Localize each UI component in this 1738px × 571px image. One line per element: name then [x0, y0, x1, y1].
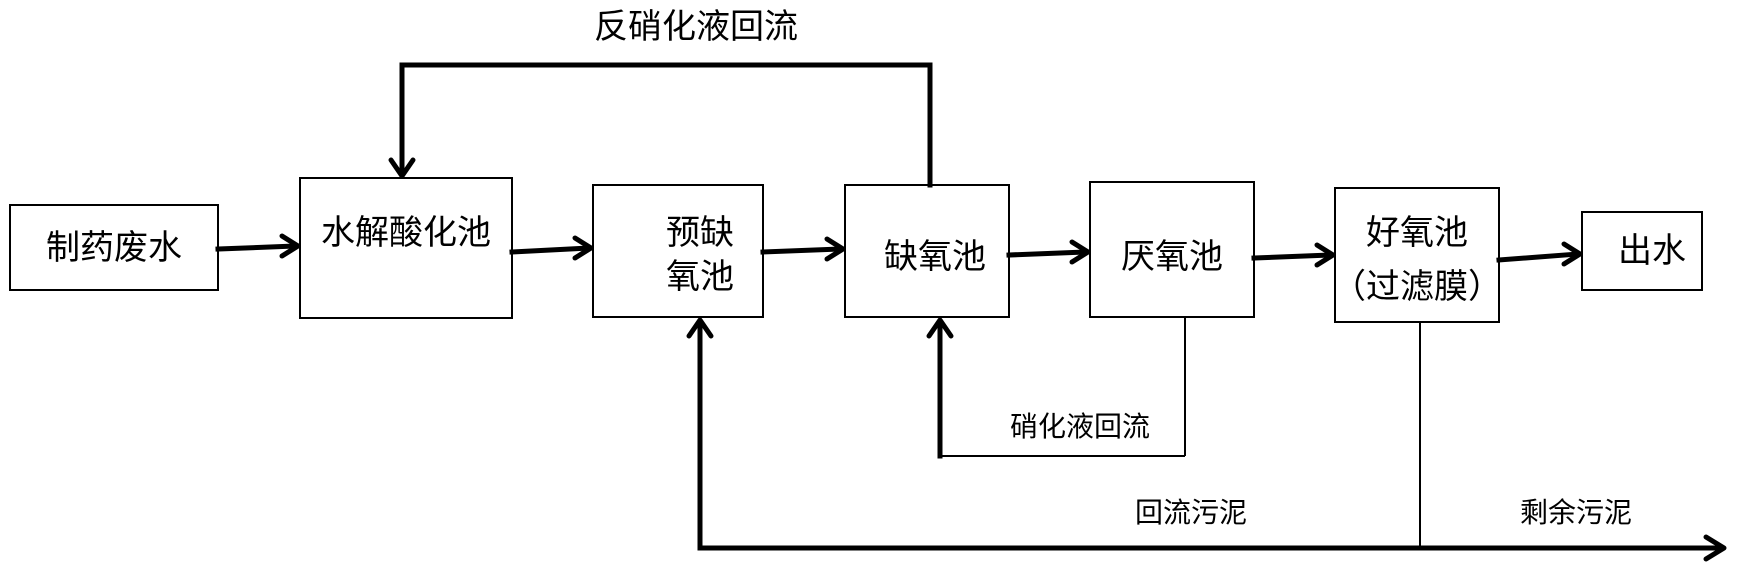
arrowhead-aerobic-to-effluent [1561, 241, 1583, 267]
node-aerobic-tank: 好氧池 （过滤膜） [1332, 187, 1502, 323]
arrow-anaerobic-to-aerobic [1251, 252, 1334, 261]
arrow-wastewater-to-hydrolysis [215, 243, 299, 252]
arrowhead-wastewater-to-hydrolysis [279, 233, 301, 259]
arrow-aerobic-to-effluent [1496, 251, 1581, 263]
node-hydrolysis-acidification-tank: 水解酸化池 [299, 177, 513, 319]
node-pre-anoxic-tank-label-line2: 氧池 [666, 257, 734, 297]
node-pharma-wastewater: 制药废水 [9, 204, 219, 291]
denitrification-return-line [399, 62, 933, 188]
node-hydrolysis-acidification-tank-label: 水解酸化池 [321, 213, 491, 253]
node-aerobic-tank-label-line1: 好氧池 [1366, 213, 1468, 253]
node-pre-anoxic-tank: 预缺 氧池 [592, 184, 764, 318]
excess-sludge-label: 剩余污泥 [1520, 496, 1632, 529]
arrow-pre-anoxic-to-anoxic [760, 246, 844, 255]
arrow-anoxic-to-anaerobic [1006, 249, 1089, 258]
denitrification-return-label: 反硝化液回流 [594, 7, 798, 47]
node-effluent: 出水 [1581, 211, 1703, 291]
arrowhead-anoxic-to-anaerobic [1069, 239, 1091, 265]
sludge-return-label: 回流污泥 [1135, 496, 1247, 529]
sludge-return-and-excess: 回流污泥 剩余污泥 [686, 317, 1727, 562]
nitrification-return-loop: 硝化液回流 [926, 317, 1186, 459]
main-flow-arrows [215, 233, 1583, 268]
arrowhead-denitrification-return [388, 157, 416, 179]
nitrification-return-label: 硝化液回流 [1010, 410, 1150, 443]
node-effluent-label: 出水 [1618, 231, 1686, 271]
arrowhead-sludge-return [686, 317, 714, 339]
node-pre-anoxic-tank-label-line1: 预缺 [666, 213, 734, 253]
node-anaerobic-tank-label: 厌氧池 [1121, 237, 1223, 277]
arrowhead-nitrification-return [926, 317, 954, 339]
arrowhead-excess-sludge [1703, 534, 1727, 562]
arrowhead-pre-anoxic-to-anoxic [824, 236, 846, 262]
arrow-hydrolysis-to-pre-anoxic [509, 245, 592, 255]
node-anoxic-tank-label: 缺氧池 [884, 237, 986, 277]
node-anoxic-tank: 缺氧池 [844, 184, 1010, 318]
denitrification-return-loop: 反硝化液回流 [388, 7, 933, 188]
arrowhead-hydrolysis-to-pre-anoxic [572, 235, 594, 261]
arrowhead-anaerobic-to-aerobic [1314, 242, 1336, 268]
node-pharma-wastewater-label: 制药废水 [46, 228, 182, 268]
node-aerobic-tank-label-line2: （过滤膜） [1332, 267, 1502, 307]
node-anaerobic-tank: 厌氧池 [1089, 181, 1255, 318]
